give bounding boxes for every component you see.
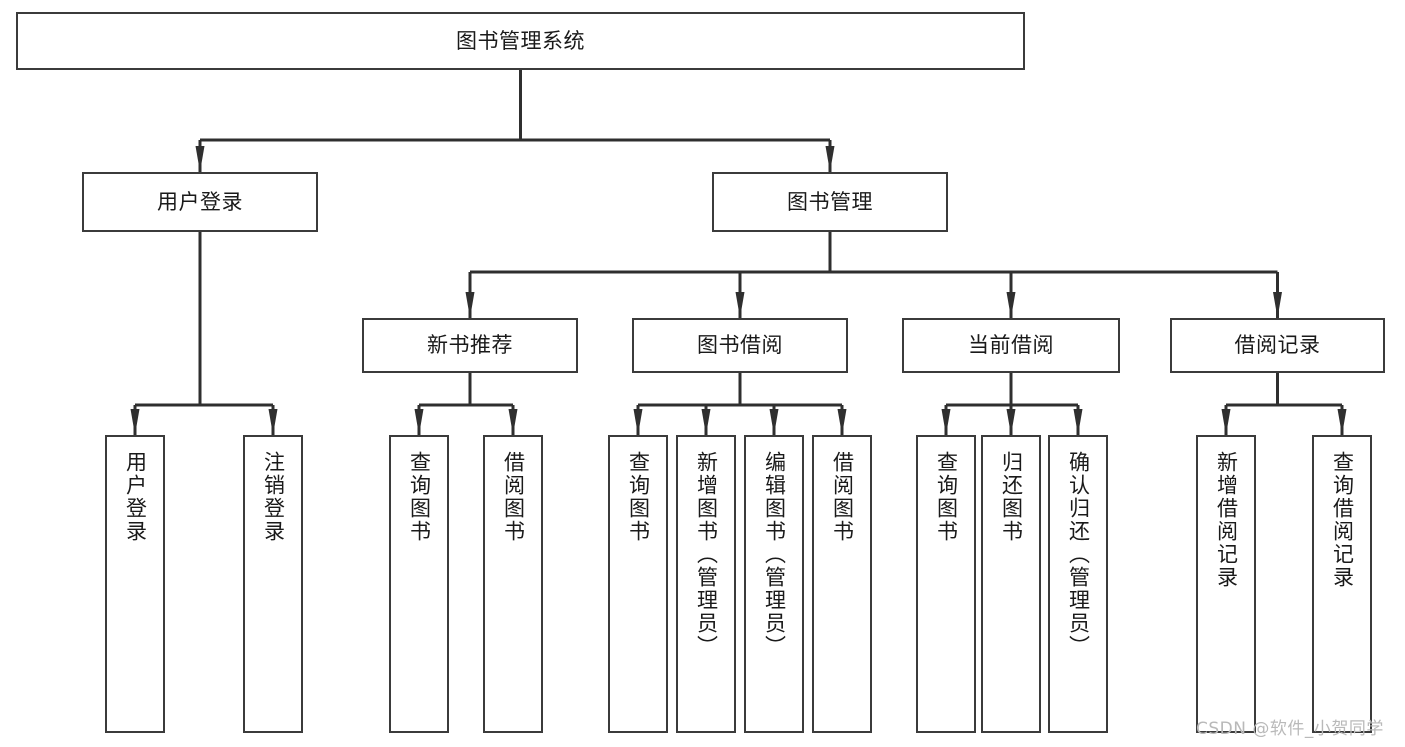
- leaf-confirm-return[interactable]: 确认归还（管理员）: [1048, 435, 1108, 733]
- node-label: 编辑图书（管理员）: [762, 451, 787, 658]
- node-label: 当前借阅: [968, 333, 1054, 358]
- node-label: 注销登录: [261, 451, 286, 543]
- node-label: 用户登录: [123, 451, 148, 543]
- leaf-return-book[interactable]: 归还图书: [981, 435, 1041, 733]
- leaf-logout[interactable]: 注销登录: [243, 435, 303, 733]
- node-label: 查询图书: [934, 451, 959, 543]
- node-label: 归还图书: [999, 451, 1024, 543]
- node-root[interactable]: 图书管理系统: [16, 12, 1025, 70]
- leaf-query-borrow-record[interactable]: 查询借阅记录: [1312, 435, 1372, 733]
- node-label: 借阅图书: [501, 451, 526, 543]
- leaf-edit-book[interactable]: 编辑图书（管理员）: [744, 435, 804, 733]
- node-label: 图书管理系统: [456, 28, 585, 53]
- node-label: 确认归还（管理员）: [1066, 451, 1091, 658]
- node-label: 新增借阅记录: [1214, 451, 1239, 589]
- node-label: 用户登录: [157, 189, 243, 214]
- leaf-borrow-book-recommend[interactable]: 借阅图书: [483, 435, 543, 733]
- node-label: 图书管理: [787, 189, 873, 214]
- node-book-borrow[interactable]: 图书借阅: [632, 318, 848, 373]
- node-label: 查询图书: [407, 451, 432, 543]
- node-borrow-record[interactable]: 借阅记录: [1170, 318, 1385, 373]
- leaf-query-book-recommend[interactable]: 查询图书: [389, 435, 449, 733]
- node-label: 借阅记录: [1234, 333, 1321, 358]
- leaf-add-borrow-record[interactable]: 新增借阅记录: [1196, 435, 1256, 733]
- node-new-book-recommend[interactable]: 新书推荐: [362, 318, 578, 373]
- watermark-text: CSDN @软件_小贺同学: [1196, 719, 1384, 739]
- node-label: 图书借阅: [697, 333, 783, 358]
- leaf-query-book-borrow[interactable]: 查询图书: [608, 435, 668, 733]
- leaf-borrow-book[interactable]: 借阅图书: [812, 435, 872, 733]
- node-label: 借阅图书: [830, 451, 855, 543]
- node-user-login[interactable]: 用户登录: [82, 172, 318, 232]
- leaf-user-login[interactable]: 用户登录: [105, 435, 165, 733]
- node-label: 查询图书: [626, 451, 651, 543]
- node-label: 新增图书（管理员）: [694, 451, 719, 658]
- node-current-borrow[interactable]: 当前借阅: [902, 318, 1120, 373]
- leaf-add-book[interactable]: 新增图书（管理员）: [676, 435, 736, 733]
- leaf-query-book-current[interactable]: 查询图书: [916, 435, 976, 733]
- node-label: 新书推荐: [427, 333, 513, 358]
- node-label: 查询借阅记录: [1330, 451, 1355, 589]
- node-book-manage[interactable]: 图书管理: [712, 172, 948, 232]
